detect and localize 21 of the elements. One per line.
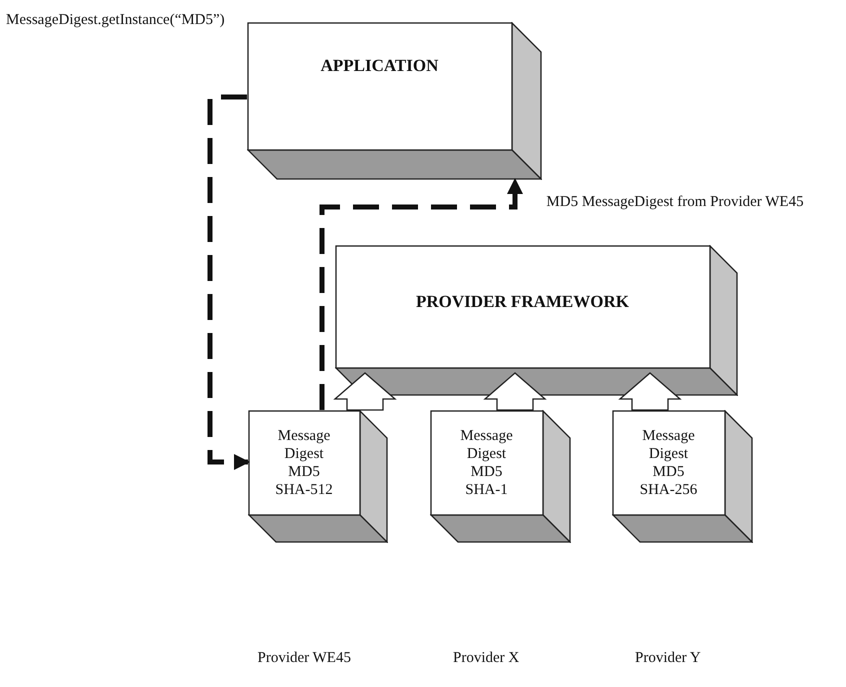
hollow-arrow <box>483 372 547 411</box>
box-label: Message Digest <box>276 426 332 462</box>
hollow-arrow <box>333 372 397 411</box>
box-label: PROVIDER FRAMEWORK <box>416 292 629 310</box>
box-label: MD5 <box>652 462 684 480</box>
box-label: SHA-1 <box>465 480 508 498</box>
box-label: SHA-256 <box>640 480 698 498</box>
provider-caption: Provider WE45 <box>258 650 351 667</box>
edge-label: MessageDigest.getInstance(“MD5”) <box>6 12 225 29</box>
dashed-arrow <box>320 178 523 410</box>
box-label: MD5 <box>288 462 320 480</box>
box-label: Message Digest <box>641 426 696 462</box>
hollow-arrow <box>618 372 682 411</box>
box-label: APPLICATION <box>320 57 438 75</box>
box-label: Message Digest <box>459 426 514 462</box>
edge-label: MD5 MessageDigest from Provider WE45 <box>545 194 805 211</box>
box-label: SHA-512 <box>275 480 333 498</box>
provider-caption: Provider X <box>453 650 520 667</box>
dashed-arrow <box>208 94 250 470</box>
box-label: MD5 <box>470 462 502 480</box>
provider-caption: Provider Y <box>635 650 701 667</box>
